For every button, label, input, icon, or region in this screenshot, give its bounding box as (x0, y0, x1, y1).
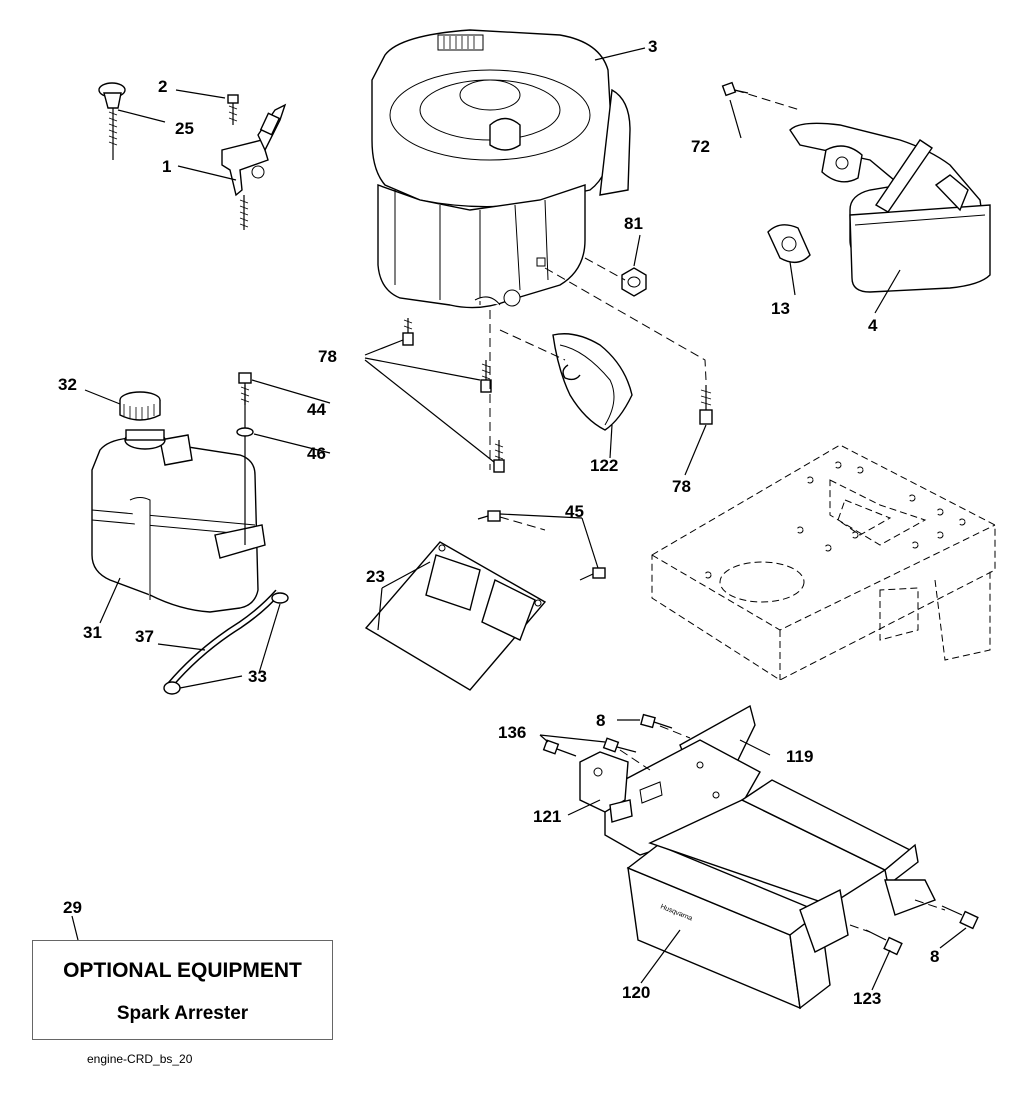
callout-44: 44 (307, 400, 326, 419)
throttle-control (221, 103, 287, 230)
bolt-136-b (602, 737, 637, 753)
callout-72: 72 (691, 137, 710, 156)
hose-clamp-33-a (271, 592, 289, 604)
bolt-78-b (480, 360, 492, 393)
callout-122: 122 (590, 456, 618, 475)
callout-46: 46 (307, 444, 326, 463)
muffler (789, 122, 991, 293)
screw-45-b (579, 567, 606, 581)
callout-31: 31 (83, 623, 102, 642)
callout-8-bottom: 8 (930, 947, 939, 966)
bracket-121 (579, 751, 633, 823)
bumper-120: Husqvarna (626, 779, 936, 1010)
engine (371, 29, 631, 309)
bolt-136-a (542, 739, 577, 757)
tractor-frame (651, 444, 996, 681)
choke-knob-25 (98, 82, 126, 160)
heat-shield-122 (552, 333, 633, 431)
engine-plate-23 (364, 541, 547, 691)
screw-45-a (477, 510, 501, 522)
optional-equipment-title: OPTIONAL EQUIPMENT (63, 959, 302, 982)
leader-lines (71, 47, 967, 991)
washer-46 (236, 427, 254, 437)
callout-121: 121 (533, 807, 561, 826)
fuel-cap-32 (119, 391, 161, 421)
callout-78-right: 78 (672, 477, 691, 496)
callout-136: 136 (498, 723, 526, 742)
bolt-78-d (699, 385, 713, 425)
bolt-78-c (493, 440, 505, 473)
callout-78-left: 78 (318, 347, 337, 366)
bolt-8-bottom (941, 905, 979, 930)
callout-2: 2 (158, 77, 167, 96)
bolt-8-top (640, 713, 673, 729)
fuel-line-37 (167, 589, 281, 688)
callout-32: 32 (58, 375, 77, 394)
optional-equipment-box: OPTIONAL EQUIPMENT Spark Arrester (32, 940, 333, 1040)
diagram-caption: engine-CRD_bs_20 (87, 1052, 193, 1066)
callout-119: 119 (786, 747, 813, 766)
spark-arrester-label: Spark Arrester (116, 1003, 249, 1024)
callout-1: 1 (162, 157, 171, 176)
callout-3: 3 (648, 37, 657, 56)
callout-37: 37 (135, 627, 154, 646)
callouts: 1 2 3 4 8 8 13 23 25 29 31 32 33 37 44 4… (58, 37, 939, 1008)
callout-29: 29 (63, 898, 82, 917)
callout-45: 45 (565, 502, 584, 521)
bolt-123 (865, 929, 903, 956)
hose-clamp-33-b (163, 681, 181, 695)
assembly-lines (489, 89, 946, 933)
screw-44 (238, 372, 252, 405)
callout-25: 25 (175, 119, 194, 138)
callout-81: 81 (624, 214, 643, 233)
callout-123: 123 (853, 989, 881, 1008)
callout-4: 4 (868, 316, 878, 335)
callout-23: 23 (366, 567, 385, 586)
nut-81 (621, 267, 647, 297)
callout-13: 13 (771, 299, 790, 318)
callout-8-top: 8 (596, 711, 605, 730)
bolt-78-a (402, 318, 414, 346)
callout-33: 33 (248, 667, 267, 686)
gasket-13 (767, 224, 811, 263)
screw-2 (227, 94, 239, 125)
fuel-tank (91, 385, 266, 613)
callout-120: 120 (622, 983, 650, 1002)
screw-72 (721, 81, 749, 97)
